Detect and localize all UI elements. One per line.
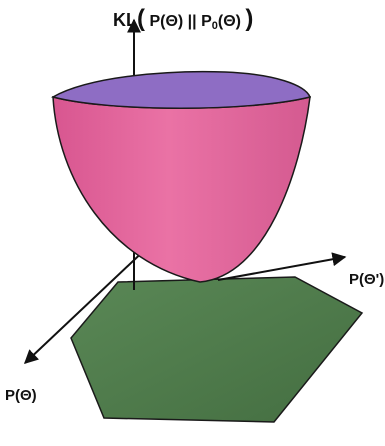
z-axis-label-kl: KL — [113, 10, 137, 30]
z-axis-label: KL( P(Θ) || P0(Θ) ) — [113, 5, 253, 32]
kl-bowl-top — [53, 72, 310, 109]
z-axis-label-args: P(Θ) || P — [145, 13, 212, 30]
z-axis-label-paren-close: ) — [245, 5, 253, 32]
feasible-polygon — [71, 277, 362, 422]
kl-bowl-surface — [53, 97, 310, 282]
y-axis-label: P(Θ) — [5, 387, 37, 404]
z-axis-label-args-tail: (Θ) — [218, 13, 246, 30]
x-axis-label: P(Θ') — [349, 271, 384, 288]
z-axis-label-paren-open: ( — [137, 5, 145, 32]
